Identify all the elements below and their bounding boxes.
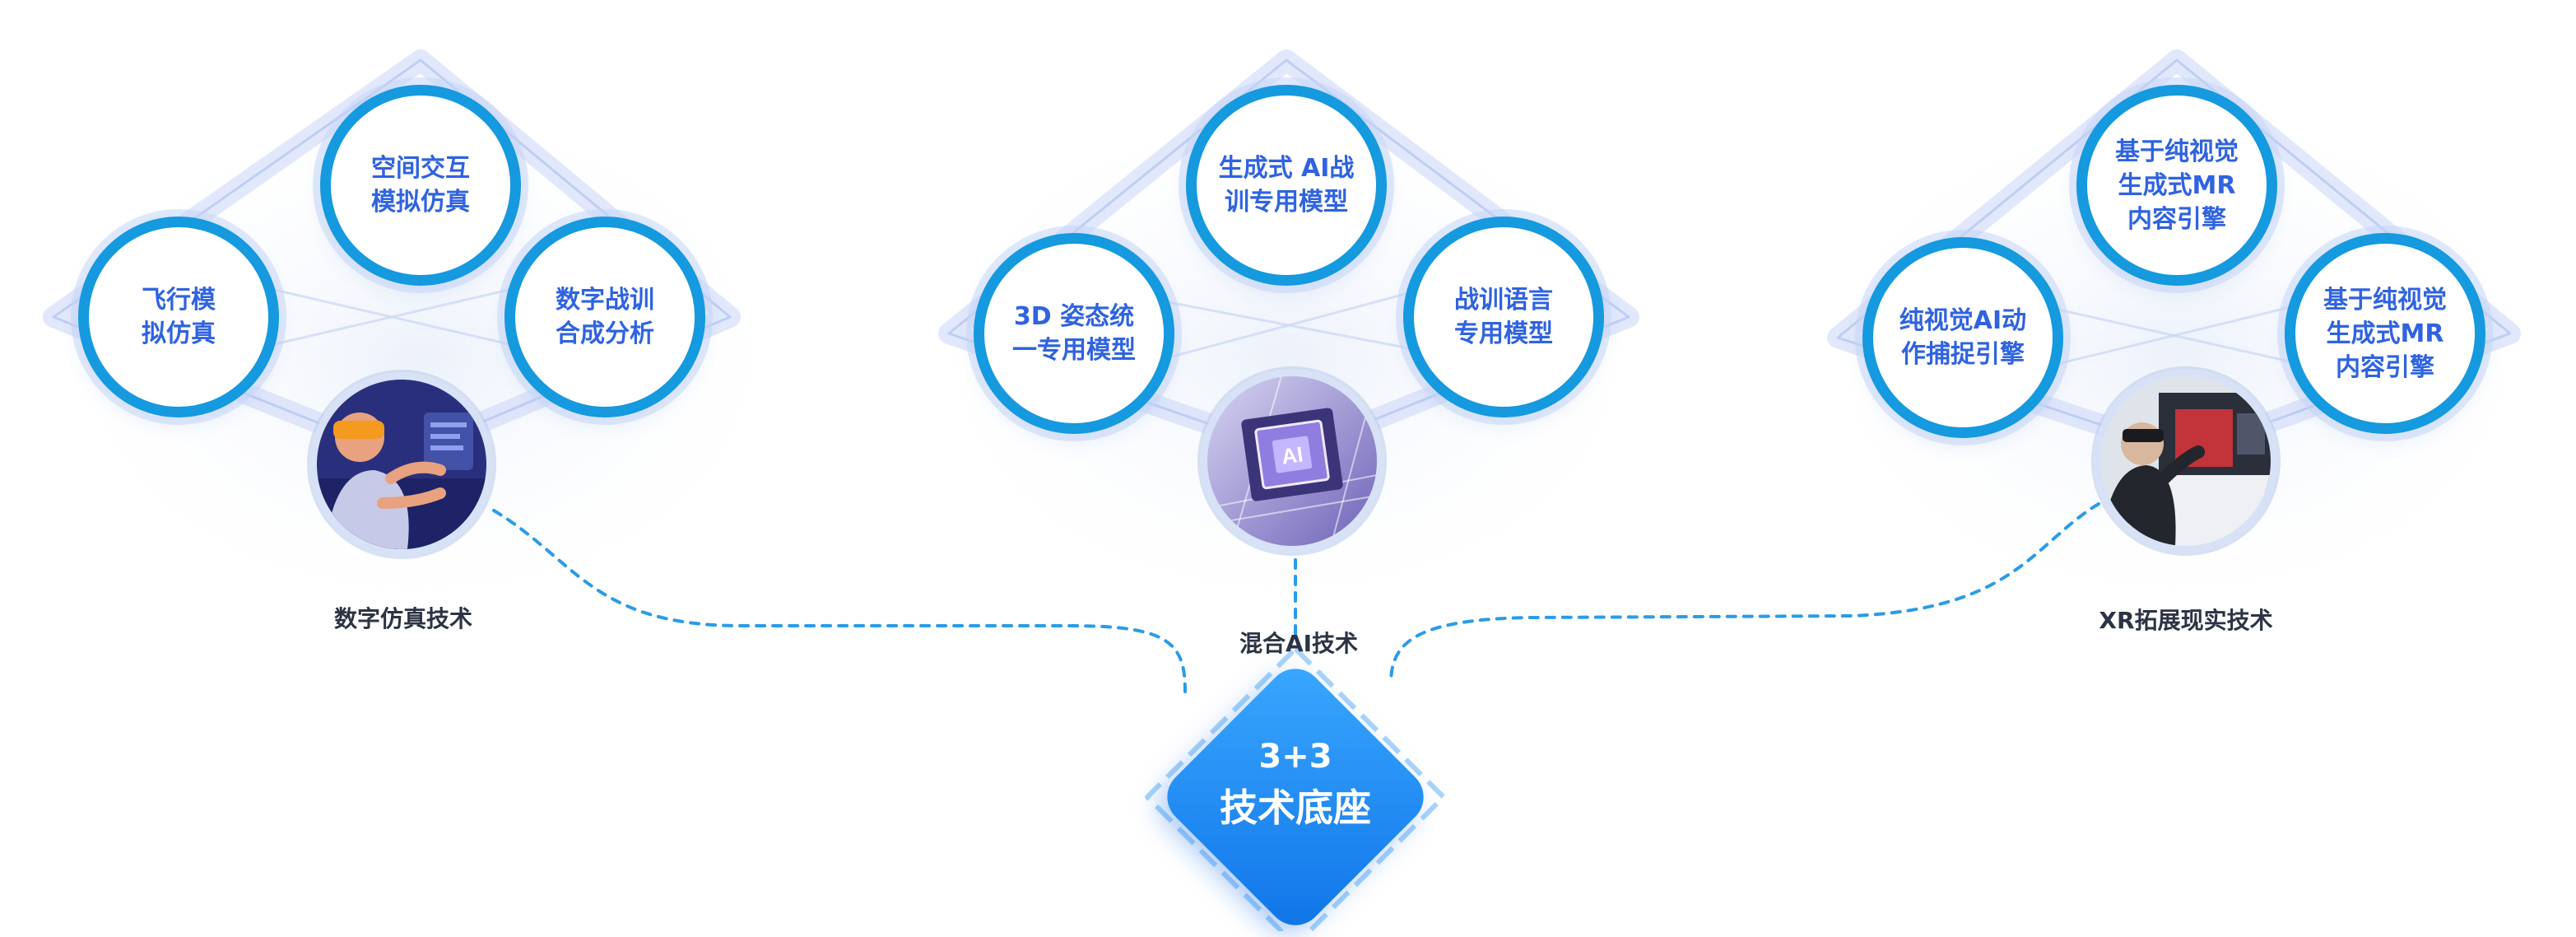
hub-diamond-text: 3+3 技术底座 [1188, 733, 1402, 835]
group-label-xr-reality: XR拓展现实技术 [2099, 607, 2273, 634]
tech-node-spatial-interaction: 空间交互 模拟仿真 [320, 85, 521, 286]
tech-node-mr-content-engine-top: 基于纯视觉 生成式MR 内容引擎 [2076, 85, 2277, 286]
hub-title-line1: 3+3 [1258, 738, 1332, 776]
tech-node-3d-pose-model: 3D 姿态统 一专用模型 [974, 233, 1174, 434]
xr-user-photo-icon [2101, 376, 2271, 546]
vr-user-photo-icon [317, 380, 486, 549]
tech-node-motion-capture-engine: 纯视觉AI动 作捕捉引擎 [1862, 237, 2063, 438]
svg-text:AI: AI [1280, 441, 1304, 468]
hub-title-line2: 技术底座 [1220, 785, 1371, 830]
group-label-digital-simulation: 数字仿真技术 [333, 605, 473, 632]
tech-node-mr-content-engine-right: 基于纯视觉 生成式MR 内容引擎 [2285, 233, 2485, 434]
ai-chip-photo-icon: AI [1207, 376, 1377, 546]
hub-dashed-outline [1145, 646, 1446, 931]
dashed-connector-1 [492, 509, 1187, 693]
group-label-hybrid-ai: 混合AI技术 [1239, 630, 1359, 657]
dashed-connector-3 [1389, 502, 2100, 685]
tech-node-training-language-model: 战训语言 专用模型 [1403, 217, 1604, 417]
tech-node-flight-simulation: 飞行模 拟仿真 [78, 217, 279, 417]
tech-node-generative-ai-model: 生成式 AI战 训专用模型 [1186, 85, 1387, 286]
tech-node-digital-training-analysis: 数字战训 合成分析 [505, 217, 705, 417]
